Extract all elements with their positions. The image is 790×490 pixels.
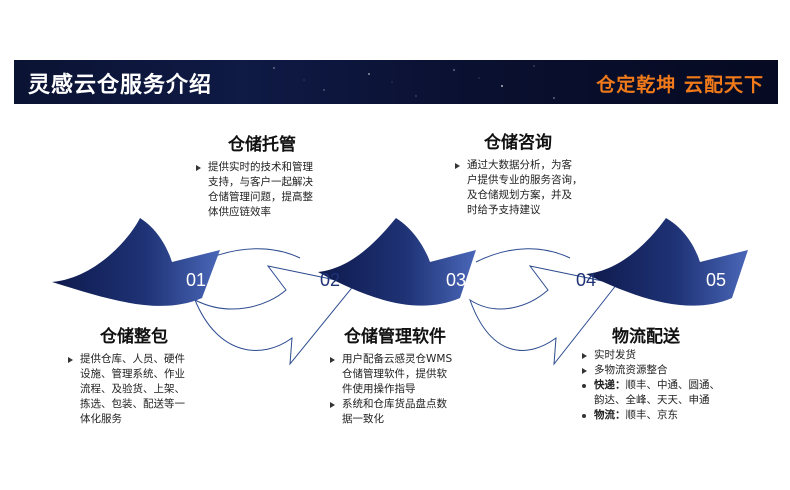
- step-bullets-01: 提供仓库、人员、硬件设施、管理系统、作业流程、及验货、上架、拣选、包装、配送等一…: [68, 352, 218, 427]
- step-number-02: 02: [320, 270, 340, 290]
- step-arrow-05: [586, 218, 748, 306]
- step-bullets-04: 通过大数据分析，为客户提供专业的服务咨询，及仓储规划方案，并及时给予支持建议: [455, 158, 625, 218]
- header-banner: 灵感云仓服务介绍 仓定乾坤 云配天下: [14, 60, 778, 104]
- step-title-04: 仓储咨询: [484, 133, 552, 153]
- express-item: 快递：顺丰、中通、圆通、韵达、全峰、天天、申通: [582, 378, 752, 408]
- bullet-item: 通过大数据分析，为客户提供专业的服务咨询，及仓储规划方案，并及时给予支持建议: [455, 158, 625, 218]
- step-title-01: 仓储整包: [100, 327, 168, 347]
- slogan: 仓定乾坤 云配天下: [596, 74, 764, 96]
- step-arrow-03: [318, 218, 476, 306]
- step-title-05: 物流配送: [612, 327, 680, 347]
- bullet-item: 系统和仓库货品盘点数据一致化: [330, 397, 480, 427]
- page-title: 灵感云仓服务介绍: [28, 73, 213, 98]
- bullet-item: 实时发货: [582, 348, 752, 363]
- bullet-item: 提供实时的技术和管理支持，与客户一起解决仓储管理问题，提高整体供应链效率: [196, 160, 366, 220]
- step-bullets-05: 实时发货 多物流资源整合 快递：顺丰、中通、圆通、韵达、全峰、天天、申通 物流：…: [582, 348, 752, 423]
- bullet-item: 多物流资源整合: [582, 363, 752, 378]
- bullet-item: 提供仓库、人员、硬件设施、管理系统、作业流程、及验货、上架、拣选、包装、配送等一…: [68, 352, 218, 427]
- step-arrow-01: [52, 218, 220, 306]
- starfield-decoration: [273, 65, 555, 99]
- connector-arrow-04: [469, 265, 618, 366]
- step-title-02: 仓储托管: [228, 135, 296, 155]
- step-number-04: 04: [576, 270, 596, 290]
- step-number-05: 05: [706, 270, 726, 290]
- step-number-01: 01: [186, 270, 206, 290]
- step-title-03: 仓储管理软件: [344, 327, 446, 347]
- logistics-item: 物流：顺丰、京东: [582, 408, 752, 423]
- connector-arrow-02: [194, 265, 356, 366]
- step-number-03: 03: [446, 270, 466, 290]
- step-bullets-02: 提供实时的技术和管理支持，与客户一起解决仓储管理问题，提高整体供应链效率: [196, 160, 366, 220]
